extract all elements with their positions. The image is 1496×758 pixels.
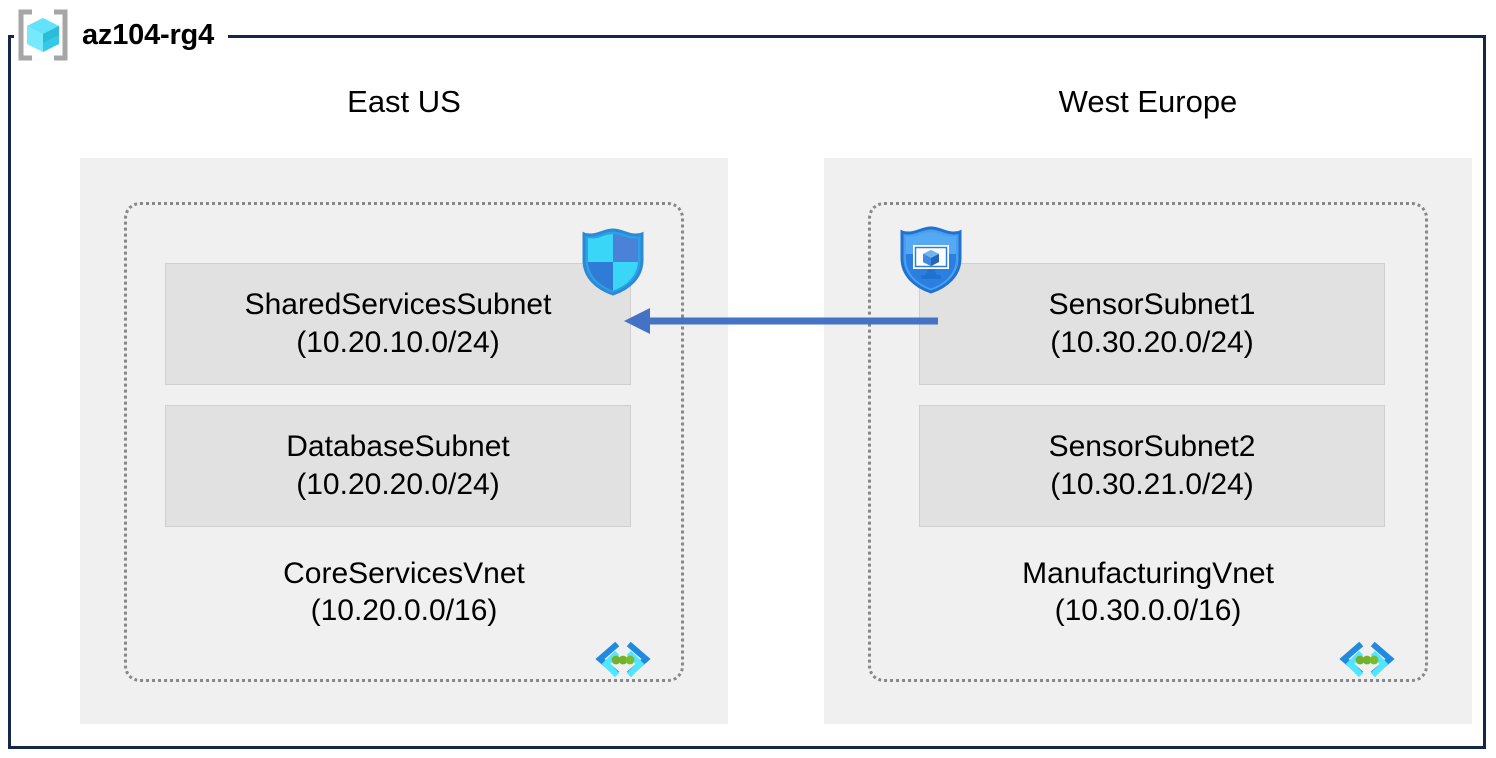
subnet-databasesubnet[interactable]: DatabaseSubnet (10.20.20.0/24) <box>165 405 631 527</box>
resource-group-title: az104-rg4 <box>14 6 228 64</box>
bastion-shield-monitor-icon[interactable] <box>898 224 964 294</box>
subnet-cidr: (10.20.20.0/24) <box>296 468 500 501</box>
vnet-coreservicesvnet[interactable]: SharedServicesSubnet (10.20.10.0/24) Dat… <box>124 202 684 682</box>
subnet-name: DatabaseSubnet <box>286 430 510 463</box>
subnet-name: SensorSubnet1 <box>1048 288 1256 321</box>
resource-group-name: az104-rg4 <box>82 18 214 51</box>
subnet-sensorsubnet2[interactable]: SensorSubnet2 (10.30.21.0/24) <box>919 405 1385 527</box>
subnet-sensorsubnet1[interactable]: SensorSubnet1 (10.30.20.0/24) <box>919 263 1385 385</box>
region-label: East US <box>347 84 461 119</box>
subnet-name: SensorSubnet2 <box>1048 430 1256 463</box>
subnet-name: SharedServicesSubnet <box>244 288 552 321</box>
vnet-name: ManufacturingVnet <box>1022 557 1274 590</box>
subnet-cidr: (10.30.21.0/24) <box>1050 468 1254 501</box>
vnet-cidr: (10.30.0.0/16) <box>1054 594 1242 627</box>
subnet-cidr: (10.20.10.0/24) <box>296 326 500 359</box>
region-label: West Europe <box>1058 84 1238 119</box>
region-west-europe: West Europe <box>824 84 1472 120</box>
subnet-sharedservicessubnet[interactable]: SharedServicesSubnet (10.20.10.0/24) <box>165 263 631 385</box>
vnet-peering-arrow[interactable] <box>620 300 940 342</box>
resource-group-cube-icon <box>18 9 68 61</box>
virtual-network-icon <box>1339 641 1395 678</box>
vnet-cidr: (10.20.0.0/16) <box>310 594 498 627</box>
virtual-network-icon <box>595 641 651 678</box>
resource-group-frame <box>8 35 1486 749</box>
vnet-manufacturingvnet[interactable]: SensorSubnet1 (10.30.20.0/24) SensorSubn… <box>868 202 1428 682</box>
vnet-name: CoreServicesVnet <box>283 557 525 590</box>
subnet-cidr: (10.30.20.0/24) <box>1050 326 1254 359</box>
region-east-us: East US <box>80 84 728 120</box>
network-security-group-shield-icon[interactable] <box>580 226 646 296</box>
